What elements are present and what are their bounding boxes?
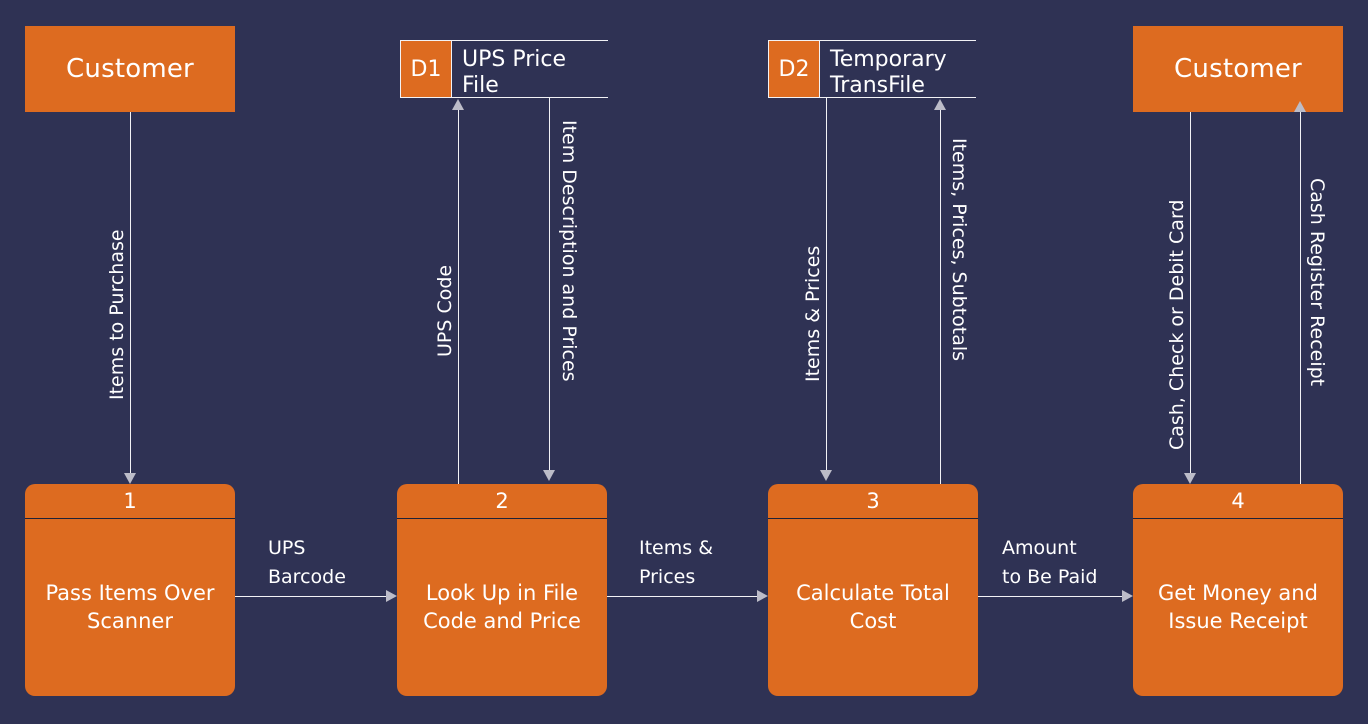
flow-line-items-and-prices-vertical [826, 98, 827, 473]
process-label: Look Up in File Code and Price [423, 580, 581, 633]
external-entity-customer-left[interactable]: Customer [25, 26, 235, 112]
process-number: 4 [1133, 484, 1343, 519]
arrow-down-icon [543, 470, 555, 481]
external-entity-customer-right[interactable]: Customer [1133, 26, 1343, 112]
arrow-up-icon [1294, 101, 1306, 112]
flow-line-items-to-purchase [130, 112, 131, 476]
flow-label-items-prices-subtotals: Items, Prices, Subtotals [948, 138, 970, 362]
data-store-id: D1 [400, 40, 452, 98]
process-label: Get Money and Issue Receipt [1158, 580, 1318, 633]
data-store-d2[interactable]: D2 Temporary TransFile [768, 40, 976, 98]
process-number: 2 [397, 484, 607, 519]
flow-label-items-prices: Items & Prices [639, 537, 714, 588]
flow-line-ups-barcode [235, 596, 387, 597]
flow-label-amount-to-be-paid: Amount to Be Paid [1002, 537, 1098, 588]
flow-line-ups-code [458, 110, 459, 484]
process-number: 1 [25, 484, 235, 519]
arrow-right-icon [757, 590, 768, 602]
entity-label: Customer [66, 54, 194, 84]
process-3[interactable]: 3 Calculate Total Cost [768, 484, 978, 696]
process-4[interactable]: 4 Get Money and Issue Receipt [1133, 484, 1343, 696]
arrow-down-icon [820, 470, 832, 481]
arrow-up-icon [452, 99, 464, 110]
flow-line-items-prices-subtotals [940, 110, 941, 484]
flow-label-items-and-prices-vertical: Items & Prices [802, 245, 824, 382]
arrow-down-icon [124, 473, 136, 484]
data-store-label: UPS Price File [452, 40, 608, 98]
process-label: Pass Items Over Scanner [45, 580, 215, 633]
flow-line-item-description-prices [549, 98, 550, 473]
process-1[interactable]: 1 Pass Items Over Scanner [25, 484, 235, 696]
data-store-label: Temporary TransFile [820, 40, 976, 98]
flow-line-amount-to-be-paid [978, 596, 1123, 597]
process-number: 3 [768, 484, 978, 519]
flow-line-cash-check-debit [1190, 112, 1191, 476]
arrow-up-icon [934, 99, 946, 110]
arrow-down-icon [1184, 473, 1196, 484]
flow-label-cash-register-receipt: Cash Register Receipt [1306, 178, 1328, 387]
data-store-id: D2 [768, 40, 820, 98]
flow-label-ups-barcode: UPS Barcode [268, 537, 346, 588]
flow-line-items-prices [607, 596, 758, 597]
flow-line-cash-register-receipt [1300, 112, 1301, 484]
data-store-d1[interactable]: D1 UPS Price File [400, 40, 608, 98]
entity-label: Customer [1174, 54, 1302, 84]
arrow-right-icon [1122, 590, 1133, 602]
flow-label-cash-check-debit: Cash, Check or Debit Card [1166, 199, 1188, 451]
arrow-right-icon [386, 590, 397, 602]
process-2[interactable]: 2 Look Up in File Code and Price [397, 484, 607, 696]
flow-label-ups-code: UPS Code [434, 264, 456, 357]
flow-label-items-to-purchase: Items to Purchase [106, 229, 128, 400]
flow-label-item-description-prices: Item Description and Prices [558, 120, 580, 382]
process-label: Calculate Total Cost [796, 580, 950, 633]
